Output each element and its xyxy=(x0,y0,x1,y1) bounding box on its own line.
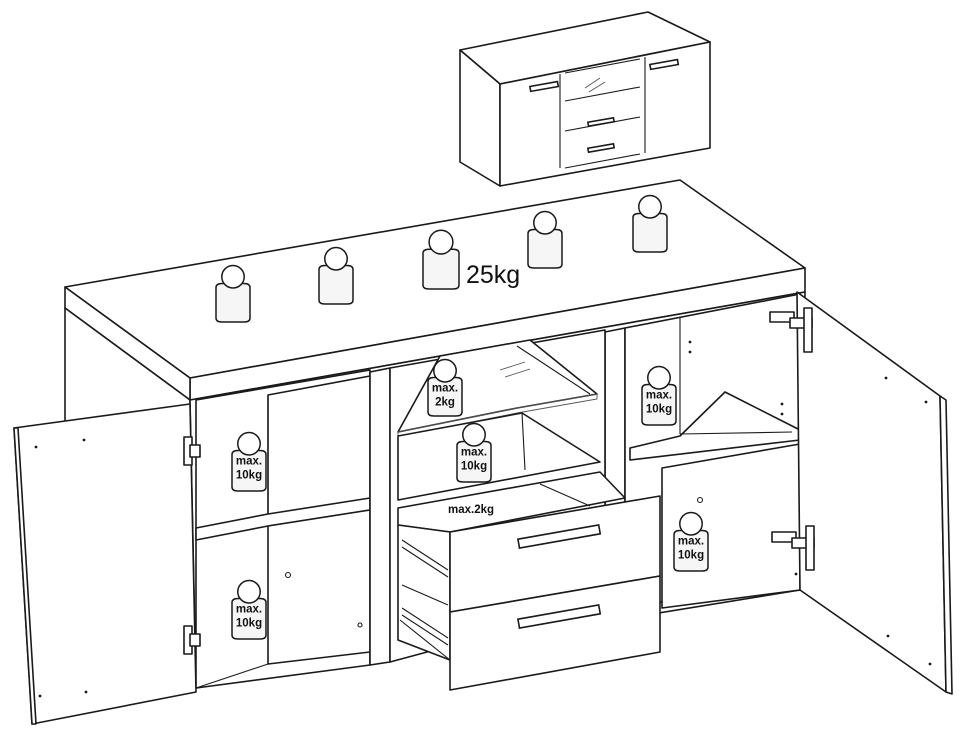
weight-label: max. xyxy=(236,455,262,467)
weight-label: max. xyxy=(646,389,672,401)
weight-label: 2kg xyxy=(435,396,455,408)
weight-label: 10kg xyxy=(236,469,262,481)
weight-icon: max. 10kg xyxy=(673,511,709,572)
weight-icon xyxy=(318,246,354,305)
weight-label: max. xyxy=(461,446,487,458)
closed-sideboard-thumbnail xyxy=(459,11,711,187)
weight-icon: max. 10kg xyxy=(456,422,492,483)
hinge-icon xyxy=(769,307,813,353)
weight-icon xyxy=(527,210,563,269)
weight-label: 10kg xyxy=(646,403,672,415)
weight-label: 10kg xyxy=(461,460,487,472)
weight-icon xyxy=(215,264,251,323)
hinge-icon xyxy=(183,625,201,655)
weight-label: max. xyxy=(678,535,704,547)
weight-label: max. xyxy=(432,382,458,394)
weight-icon xyxy=(632,194,668,253)
top-load-label: 25kg xyxy=(466,261,520,289)
hinge-icon xyxy=(771,525,815,571)
weight-icon: max. 10kg xyxy=(231,431,267,492)
weight-label: 10kg xyxy=(236,617,262,629)
weight-icon: max. 10kg xyxy=(641,365,677,426)
weight-icon: max. 10kg xyxy=(231,579,267,640)
drawer-load-label: max.2kg xyxy=(448,504,494,516)
weight-icon: max. 2kg xyxy=(427,358,463,417)
load-weights: max.10kgmax.10kgmax.2kgmax.10kgmax.10kgm… xyxy=(215,194,709,640)
weight-icon xyxy=(422,229,460,290)
hinge-icon xyxy=(183,436,201,466)
weight-label: 10kg xyxy=(678,549,704,561)
weight-label: max. xyxy=(236,603,262,615)
